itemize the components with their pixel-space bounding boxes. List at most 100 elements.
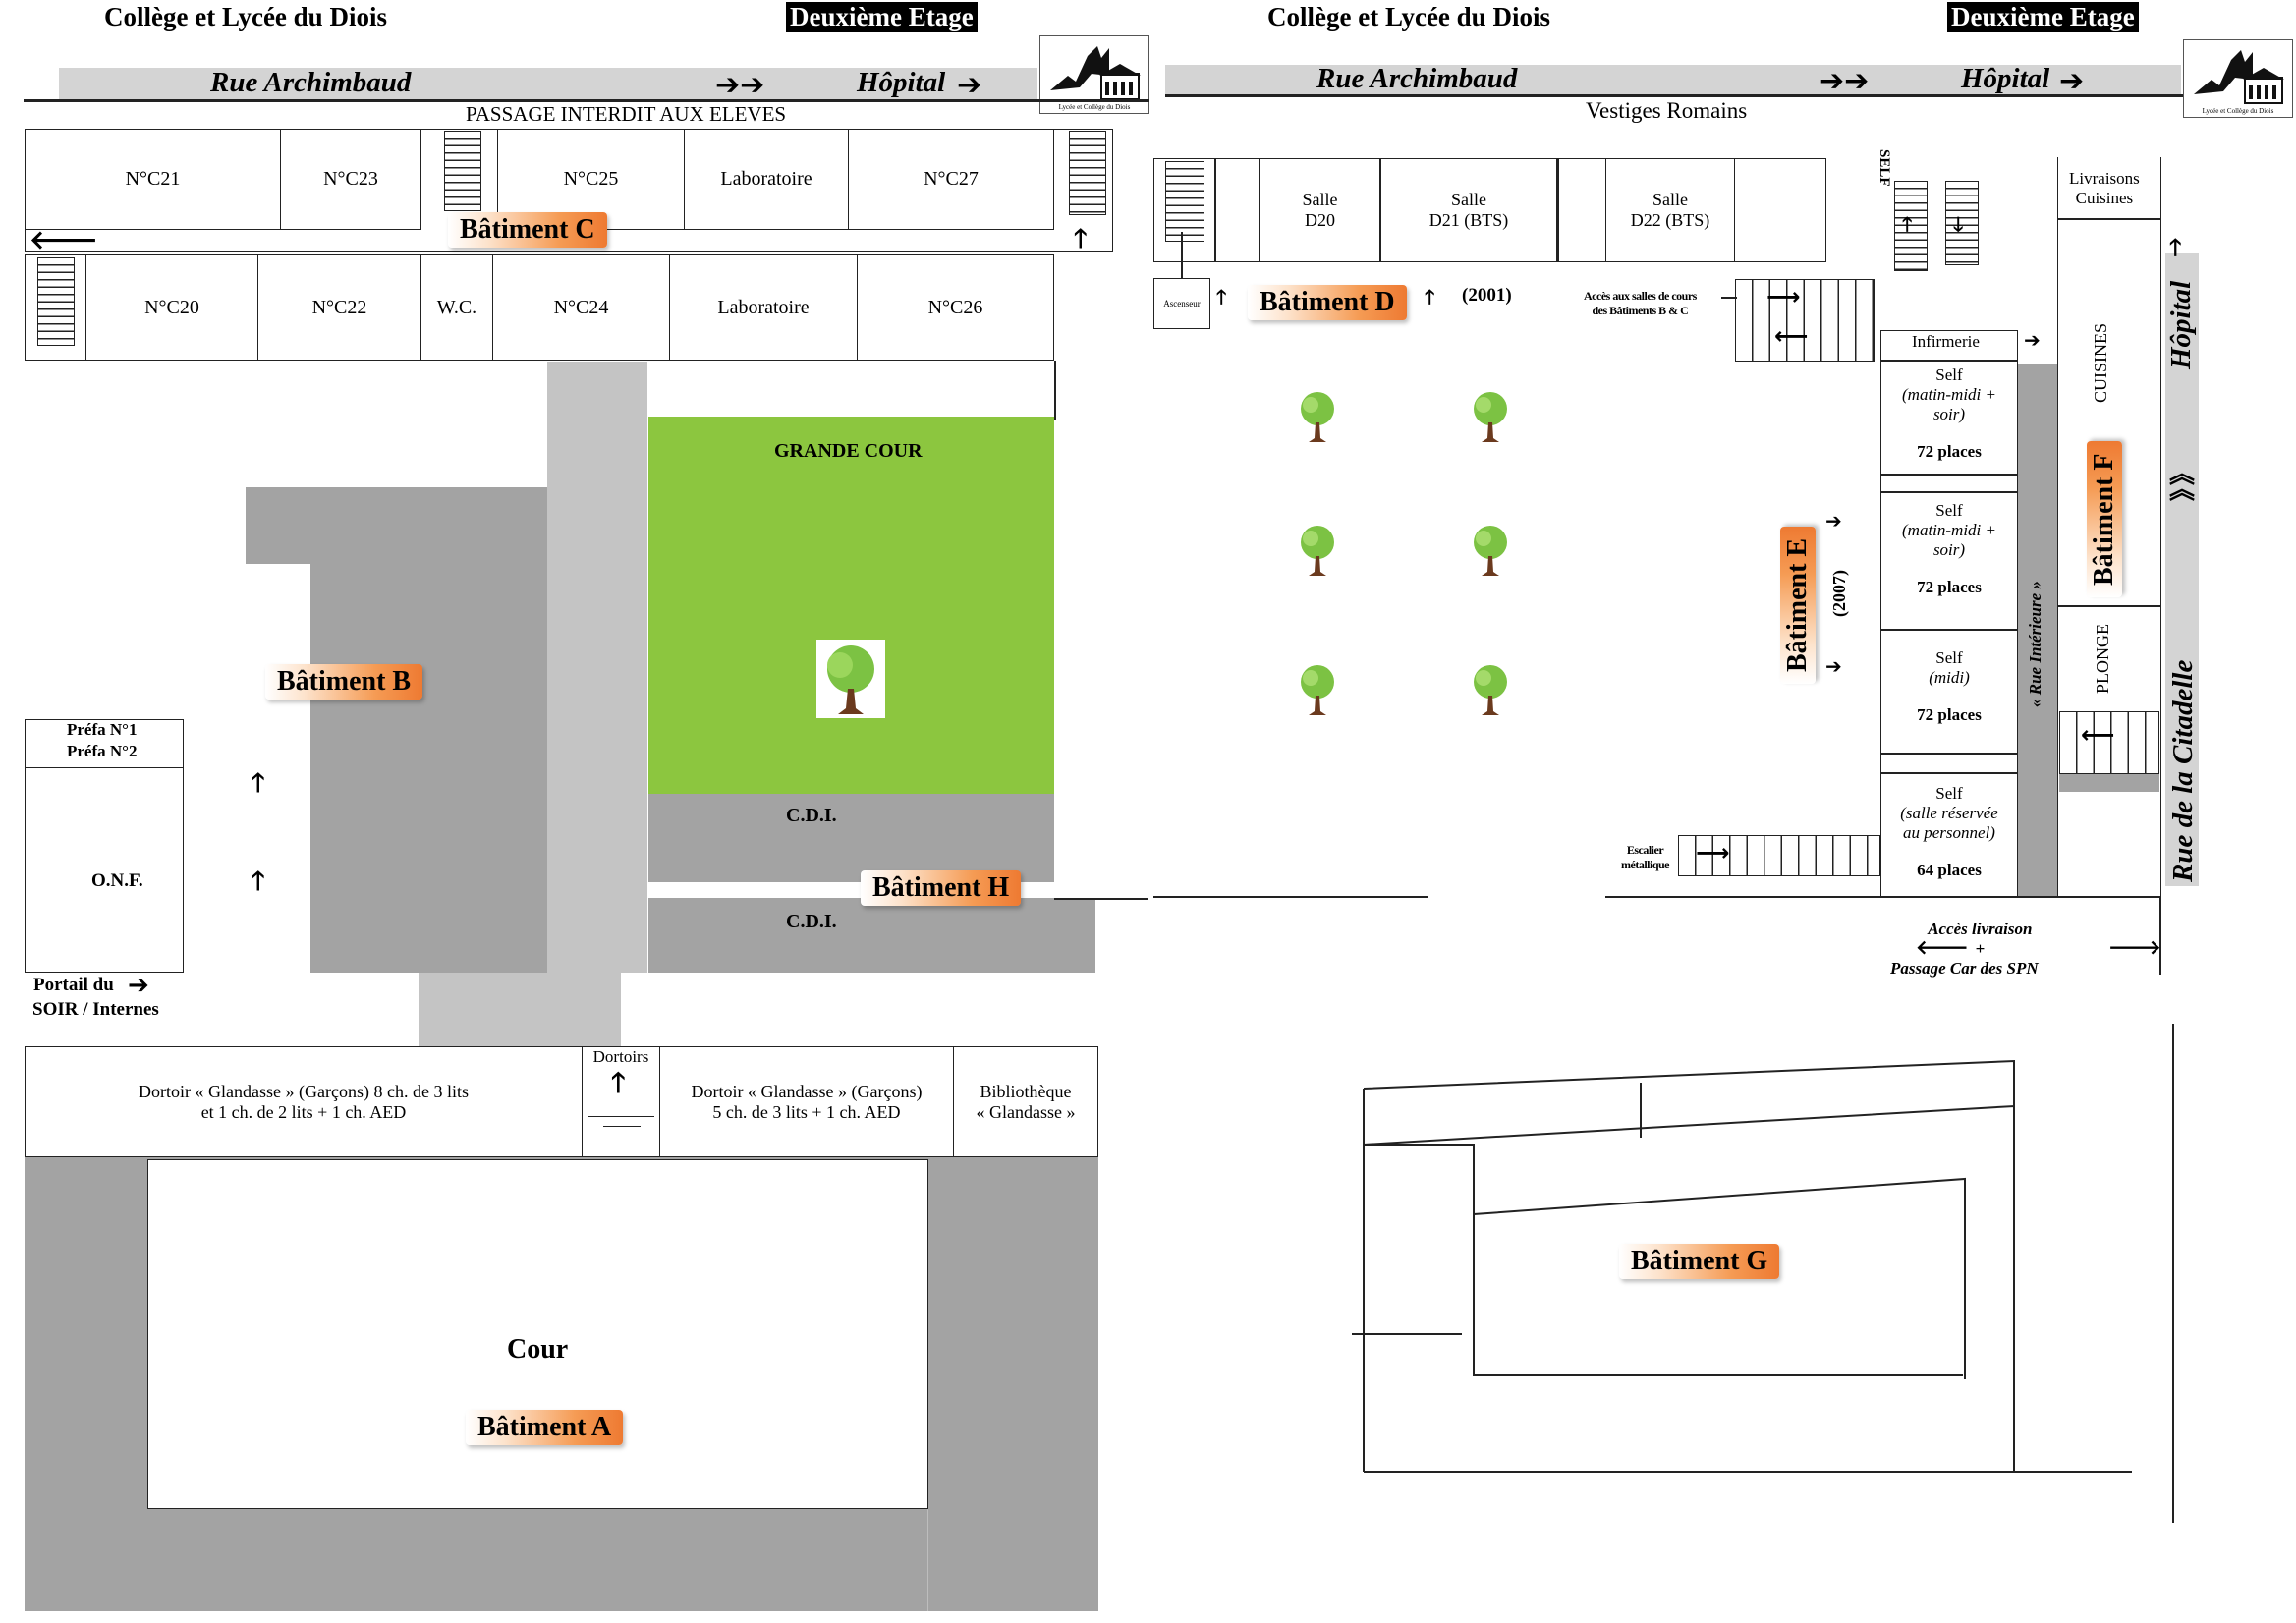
arrow-up-icon: 🡑 <box>611 1066 626 1098</box>
arrow-right-icon: ⟶ <box>1696 839 1730 867</box>
grande-cour-label: GRANDE COUR <box>774 440 923 462</box>
road-rue-archimbaud <box>59 68 1037 99</box>
dortoirs-stairs: Dortoirs <box>582 1046 660 1157</box>
tree-icon <box>1295 389 1340 449</box>
left-title: Collège et Lycée du Diois <box>104 2 387 31</box>
arrow-up-icon: 🡑 <box>1425 285 1435 308</box>
tree-icon <box>816 640 885 718</box>
building-h-label: Bâtiment H <box>861 870 1022 906</box>
self-stair-label: SELF <box>1876 149 1892 187</box>
stair-icon <box>444 131 481 211</box>
building-f <box>2057 157 2161 896</box>
building-c-label: Bâtiment C <box>448 212 607 248</box>
cdi-upper <box>648 794 1054 882</box>
room-c22: N°C22 <box>257 254 421 361</box>
arrow-right-icon: ➔ <box>2024 328 2041 352</box>
arrow-left-icon: ⟵ <box>1774 322 1809 350</box>
dortoir-glandasse-right: Dortoir « Glandasse » (Garçons) 5 ch. de… <box>659 1046 954 1157</box>
road-rue-de-la-citadelle <box>2165 253 2199 886</box>
building-a-label: Bâtiment A <box>466 1410 624 1445</box>
arrow-right-icon: ➔ <box>1825 509 1842 532</box>
rue-interieure <box>2018 364 2057 898</box>
arrow-up-icon: 🡑 <box>252 768 265 798</box>
arrow-up-icon: 🡑 <box>2169 234 2182 261</box>
stair-icon <box>37 257 75 346</box>
infirmerie-label: Infirmerie <box>1912 332 1980 351</box>
room-lab-bottom: Laboratoire <box>669 254 858 361</box>
plonge-label: PLONGE <box>2093 624 2112 694</box>
right-floor-label: Deuxième Etage <box>1947 2 2139 32</box>
stair-icon <box>1735 279 1875 362</box>
arrow-right-icon: ➔ <box>128 971 149 1000</box>
left-floor-label: Deuxième Etage <box>786 2 978 32</box>
corridor <box>547 362 647 973</box>
tree-icon <box>1295 523 1340 583</box>
tree-icon <box>1468 662 1513 722</box>
vestiges-romains-label: Vestiges Romains <box>1586 98 1748 123</box>
stair-icon <box>1894 181 1928 271</box>
building-g <box>1352 1024 2174 1523</box>
dortoir-glandasse-left: Dortoir « Glandasse » (Garçons) 8 ch. de… <box>25 1046 583 1157</box>
building-b <box>310 564 547 973</box>
stair-icon <box>1165 161 1204 242</box>
arrow-up-icon: 🡑 <box>1216 285 1227 308</box>
svg-text:Lycée et Collège du Diois: Lycée et Collège du Diois <box>1059 103 1131 111</box>
room-c27: N°C27 <box>848 129 1054 230</box>
arrow-up-icon: 🡑 <box>1074 224 1088 253</box>
self-room-2: Self (matin-midi + soir) 72 places <box>1902 501 1996 596</box>
cour-label: Cour <box>507 1334 569 1365</box>
arrow-down-icon: 🡓 <box>1953 212 1964 236</box>
arrow-right-icon: ➔ <box>2059 64 2085 98</box>
tree-icon <box>1468 389 1513 449</box>
right-title: Collège et Lycée du Diois <box>1267 2 1550 31</box>
arrow-left-icon: ⟵ <box>2081 721 2115 749</box>
double-arrow-right-icon: ➔➔ <box>1820 64 1870 98</box>
cuisines-label: CUISINES <box>2091 322 2110 403</box>
room-c23: N°C23 <box>280 129 421 230</box>
self-room-3: Self (midi) 72 places <box>1917 648 1982 724</box>
cdi-lower <box>648 898 1095 973</box>
stair-icon <box>1678 835 1880 876</box>
building-e-label: Bâtiment E <box>1780 526 1816 684</box>
building-d-label: Bâtiment D <box>1248 285 1407 320</box>
svg-text:Lycée et Collège du Diois: Lycée et Collège du Diois <box>2203 107 2274 115</box>
double-arrow-right-icon: ➔➔ <box>715 68 765 102</box>
building-g-label: Bâtiment G <box>1619 1244 1780 1279</box>
room-c20: N°C20 <box>85 254 258 361</box>
arrow-left-icon: 🡐 <box>29 226 98 255</box>
tree-icon <box>1295 662 1340 722</box>
onf-label: O.N.F. <box>91 870 143 891</box>
no-students-notice: PASSAGE INTERDIT AUX ELEVES <box>466 102 787 126</box>
tree-icon <box>1468 523 1513 583</box>
arrow-right-icon: 🡒 <box>2108 935 2161 959</box>
room-c26: N°C26 <box>857 254 1054 361</box>
stair-icon <box>1069 131 1106 215</box>
stair-icon <box>1945 181 1979 265</box>
acces-livraison-note: Accès livraison + Passage Car des SPN <box>1890 920 2039 978</box>
street-label: Rue Archimbaud <box>210 67 412 98</box>
room-c21: N°C21 <box>25 129 281 230</box>
cour <box>147 1159 928 1509</box>
arrow-up-icon: 🡑 <box>252 867 265 896</box>
room-wc: W.C. <box>420 254 493 361</box>
room-lab-top: Laboratoire <box>684 129 849 230</box>
arrow-right-icon: ⟶ <box>1766 283 1801 310</box>
double-arrow-up-icon: ︽︽ <box>2169 460 2196 505</box>
self-block <box>1880 330 2018 898</box>
ascenseur: Ascenseur <box>1153 278 1210 329</box>
road-rue-archimbaud-right <box>1165 65 2181 94</box>
arrow-up-icon: 🡑 <box>1902 212 1913 236</box>
self-room-4: Self (salle réservée au personnel) 64 pl… <box>1900 784 1998 879</box>
arrow-right-icon: ➔ <box>1825 654 1842 678</box>
bibliotheque-glandasse: Bibliothèque « Glandasse » <box>953 1046 1098 1157</box>
prefa-building <box>25 719 184 768</box>
school-logo-icon: Lycée et Collège du Diois <box>2183 39 2293 118</box>
school-logo-icon: Lycée et Collège du Diois <box>1039 35 1149 114</box>
building-f-label: Bâtiment F <box>2087 441 2122 597</box>
building-b-label: Bâtiment B <box>265 664 423 700</box>
arrow-right-icon: ➔ <box>957 68 982 102</box>
